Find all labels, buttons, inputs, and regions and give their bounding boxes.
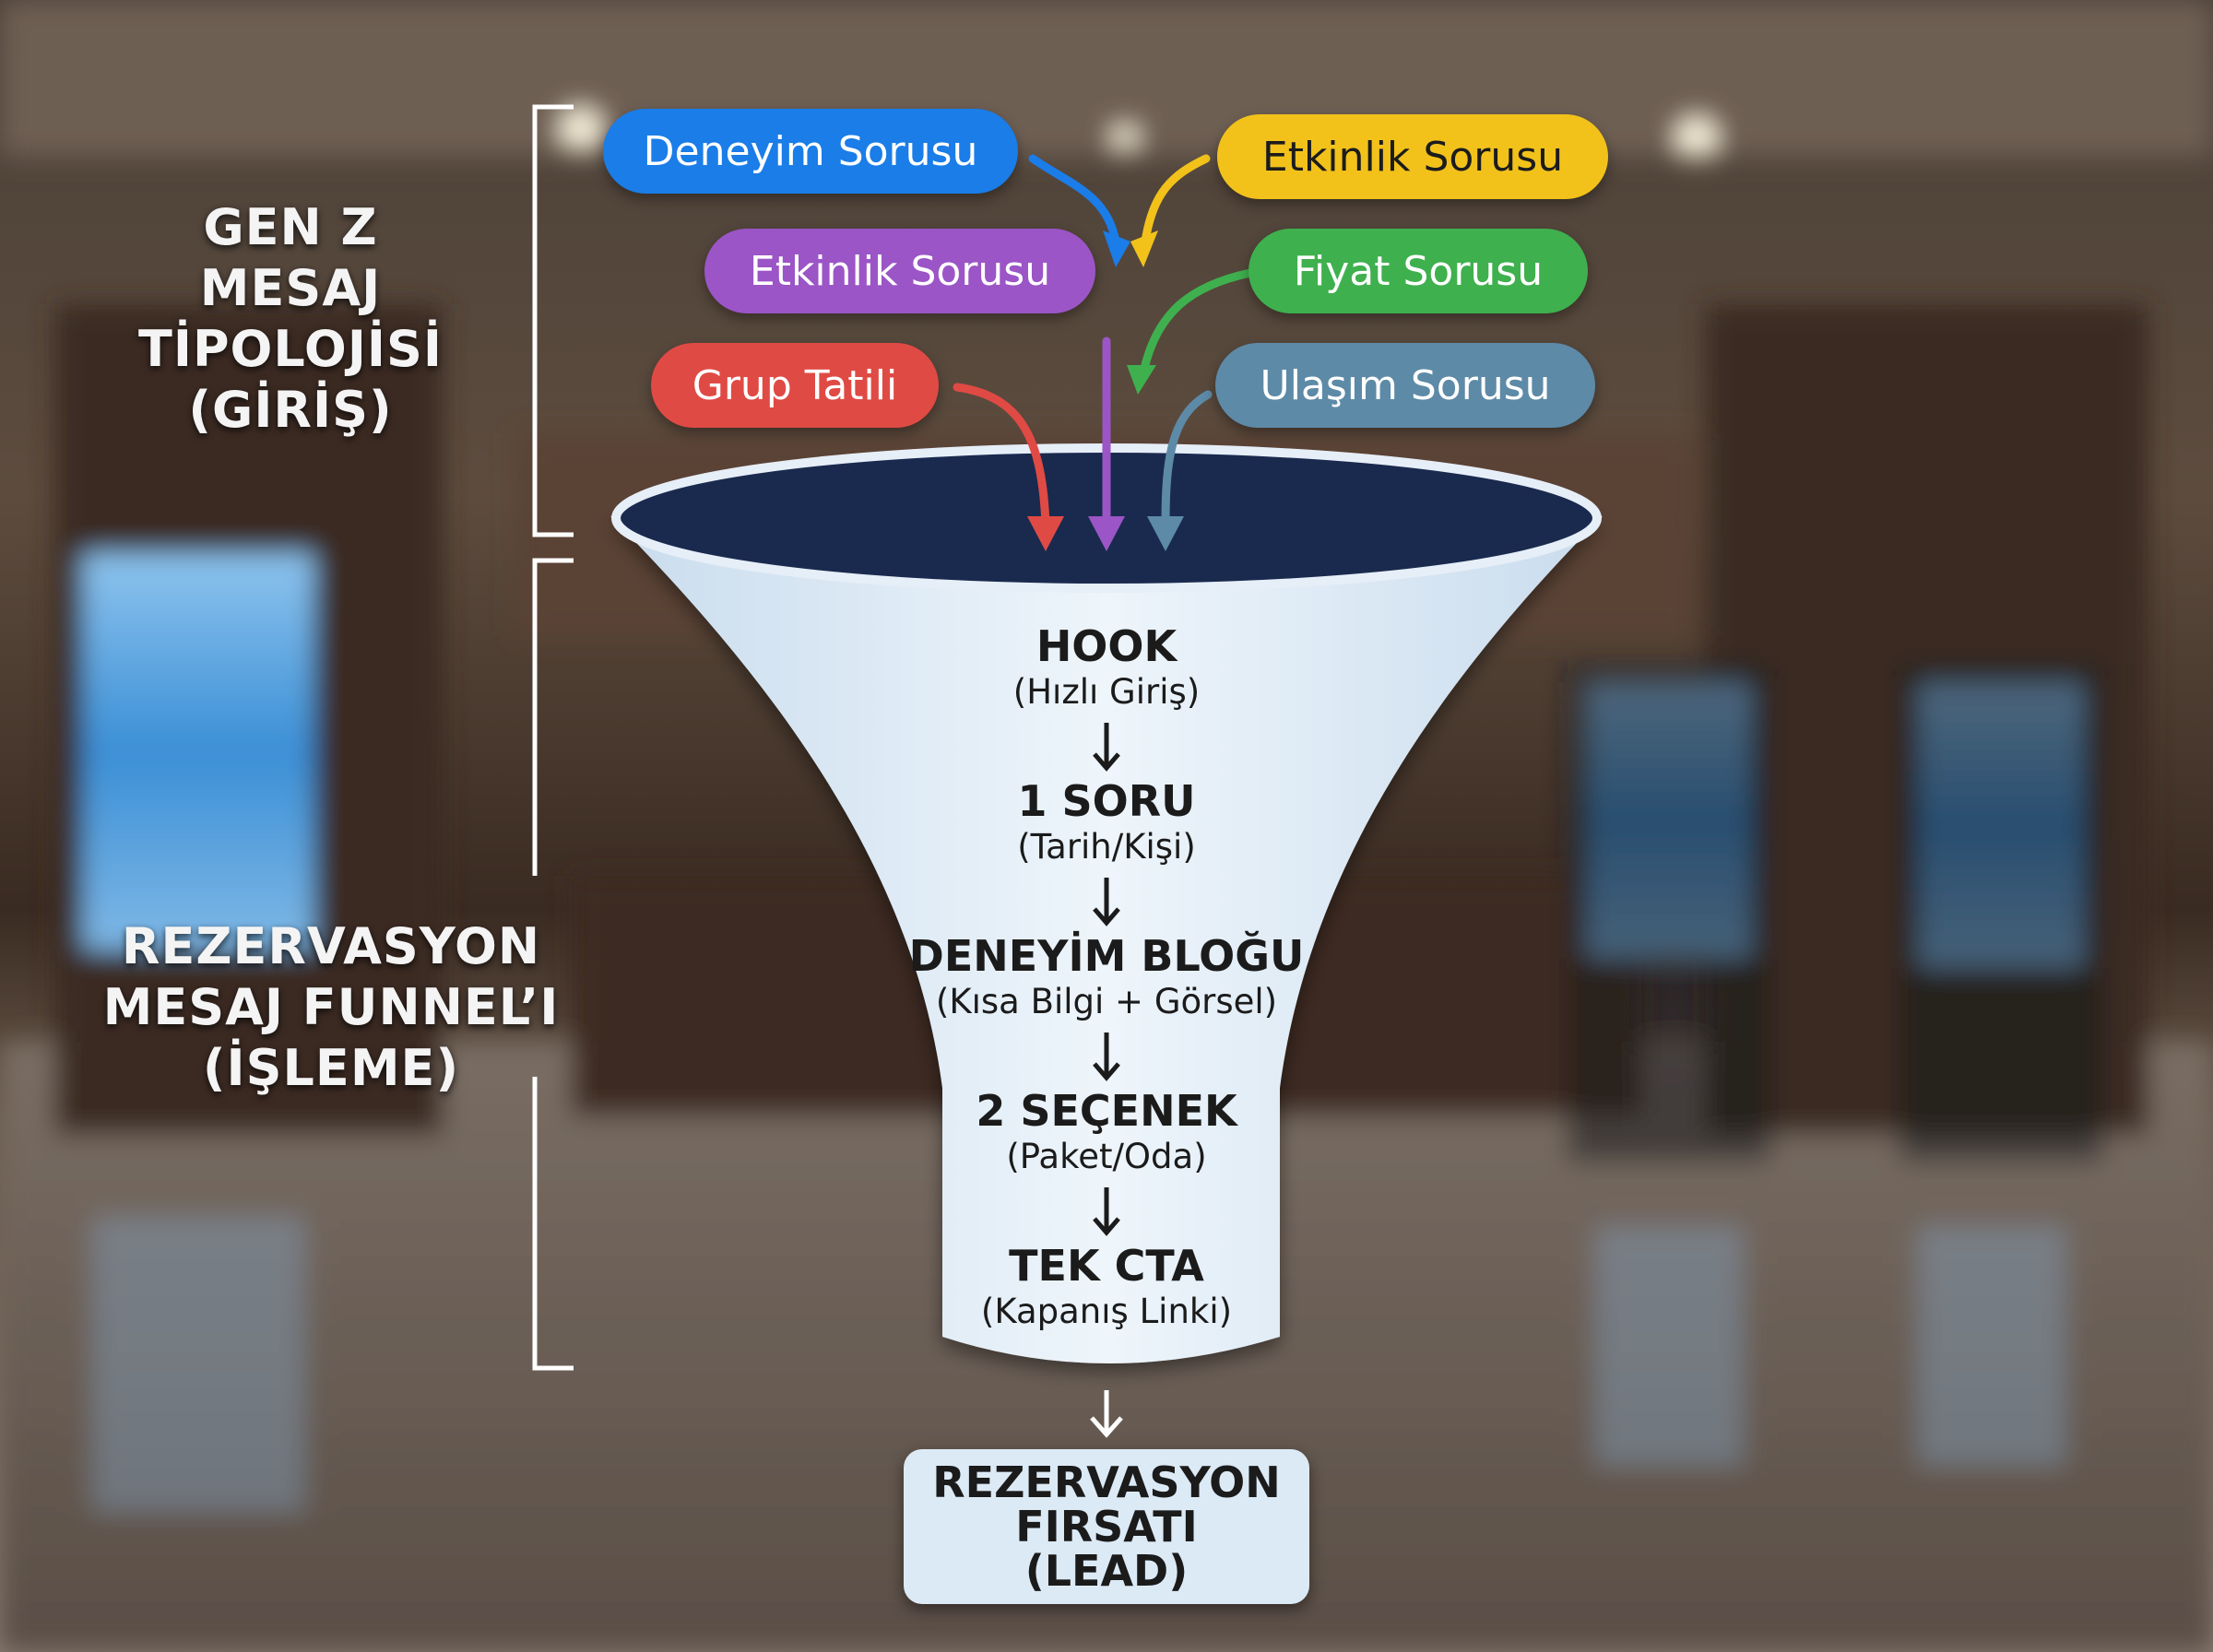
arrow-green	[1139, 268, 1255, 377]
arrow-down-icon	[1093, 723, 1120, 772]
funnel-step-tek-cta: TEK CTA (Kapanış Linki)	[830, 1241, 1383, 1333]
funnel-step-hook: HOOK (Hızlı Giriş)	[830, 621, 1383, 714]
typology-line: TİPOLOJİSİ	[138, 319, 443, 378]
funnel-line: MESAJ FUNNEL’I	[102, 977, 560, 1036]
typology-label: GEN Z MESAJ TİPOLOJİSİ (GİRİŞ)	[111, 197, 470, 441]
bubble-deneyim-sorusu: Deneyim Sorusu	[603, 109, 1018, 194]
step-subtitle: (Tarih/Kişi)	[1017, 827, 1196, 867]
funnel-step-deneyim-blogu: DENEYİM BLOĞU (Kısa Bilgi + Görsel)	[830, 931, 1383, 1023]
funnel-step-secenek: 2 SEÇENEK (Paket/Oda)	[830, 1086, 1383, 1178]
step-subtitle: (Hızlı Giriş)	[1012, 672, 1201, 712]
funnel-step-soru: 1 SORU (Tarih/Kişi)	[830, 776, 1383, 868]
typology-line: (GİRİŞ)	[188, 380, 393, 439]
funnel-body	[610, 516, 1603, 1363]
step-subtitle: (Kapanış Linki)	[980, 1292, 1233, 1331]
funnel-line: (İŞLEME)	[202, 1038, 460, 1097]
arrow-blue	[1028, 154, 1120, 246]
lead-line: FIRSATI	[1015, 1502, 1198, 1552]
bubble-label: Ulaşım Sorusu	[1260, 361, 1551, 409]
arrow-down-icon	[1093, 1032, 1120, 1081]
step-title: TEK CTA	[1009, 1241, 1204, 1291]
arrow-down-icon	[1093, 878, 1120, 926]
arrowheads	[1027, 230, 1184, 551]
step-title: 2 SEÇENEK	[976, 1086, 1237, 1136]
bubble-fiyat-sorusu: Fiyat Sorusu	[1249, 229, 1588, 313]
step-title: DENEYİM BLOĞU	[908, 931, 1305, 981]
bubble-label: Grup Tatili	[692, 361, 898, 409]
funnel-label: REZERVASYON MESAJ FUNNEL’I (İŞLEME)	[77, 916, 585, 1099]
lead-line: (LEAD)	[1024, 1546, 1189, 1596]
typology-line: GEN Z	[203, 198, 378, 256]
funnel-line: REZERVASYON	[121, 917, 541, 975]
bubble-label: Etkinlik Sorusu	[749, 247, 1051, 295]
arrow-slate	[1161, 390, 1213, 528]
typology-line: MESAJ	[199, 258, 382, 317]
step-title: 1 SORU	[1017, 776, 1196, 826]
bubble-ulasim-sorusu: Ulaşım Sorusu	[1215, 343, 1595, 428]
bracket-icon	[532, 104, 574, 1371]
arrow-down-icon	[1090, 1390, 1123, 1438]
bubble-etkinlik-sorusu-purple: Etkinlik Sorusu	[704, 229, 1095, 313]
lead-line: REZERVASYON	[932, 1457, 1281, 1507]
step-subtitle: (Paket/Oda)	[1006, 1137, 1207, 1176]
arrow-down-icon	[1093, 1187, 1120, 1236]
bubble-grup-tatili: Grup Tatili	[651, 343, 939, 428]
bubble-label: Fiyat Sorusu	[1293, 247, 1544, 295]
lead-result-box: REZERVASYON FIRSATI (LEAD)	[904, 1449, 1309, 1604]
bubble-label: Etkinlik Sorusu	[1261, 133, 1564, 181]
arrow-red	[953, 383, 1050, 528]
step-title: HOOK	[1035, 621, 1178, 671]
step-subtitle: (Kısa Bilgi + Görsel)	[935, 982, 1278, 1021]
bubble-label: Deneyim Sorusu	[643, 127, 978, 175]
arrow-yellow	[1141, 154, 1211, 246]
bubble-etkinlik-sorusu-yellow: Etkinlik Sorusu	[1217, 114, 1608, 199]
